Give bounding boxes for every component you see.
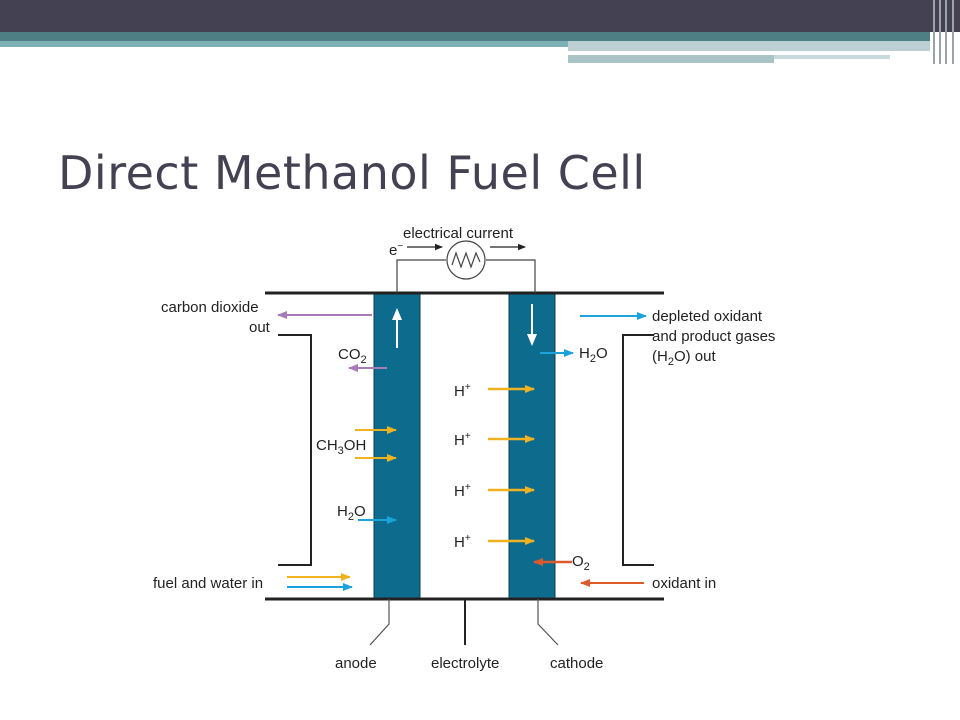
proton-label: H+ [454, 482, 471, 500]
proton-label: H+ [454, 382, 471, 400]
slide-accent-band [0, 32, 930, 41]
slide-accent-band [774, 55, 890, 59]
anode-chamber-bracket [278, 334, 312, 566]
anode-label: anode [335, 655, 377, 672]
fuel-and-water-in-label: fuel and water in [153, 575, 263, 592]
slide-accent-band [0, 41, 568, 47]
anode-leader-line [369, 599, 390, 646]
resistor-icon [446, 240, 486, 280]
electrical-current-label: electrical current [403, 225, 514, 242]
product-gases-label: and product gases [652, 328, 775, 345]
carbon-dioxide-label: carbon dioxide [161, 299, 259, 316]
depleted-oxidant-label: depleted oxidant [652, 308, 763, 325]
circuit-wire [486, 259, 536, 293]
water-out-label: (H2O) out [652, 348, 716, 368]
water-label-anode: H2O [337, 503, 366, 523]
oxidant-in-label: oxidant in [652, 575, 716, 592]
electron-label: e− [389, 241, 403, 259]
slide-accent-band [568, 55, 774, 63]
proton-label: H+ [454, 533, 471, 551]
water-label-cathode: H2O [579, 345, 608, 365]
cathode-leader-line [537, 599, 559, 646]
oxygen-label: O2 [572, 553, 590, 573]
methanol-label: CH3OH [316, 437, 366, 457]
slide-top-bar [0, 0, 960, 32]
circuit-wire [396, 259, 446, 293]
co2-label: CO2 [338, 346, 367, 366]
proton-label: H+ [454, 431, 471, 449]
slide-title: Direct Methanol Fuel Cell [58, 146, 646, 200]
electrolyte-label: electrolyte [431, 655, 499, 672]
resistor-zigzag [451, 251, 481, 269]
cathode-chamber-bracket [622, 334, 654, 566]
cathode-label: cathode [550, 655, 603, 672]
slide-corner-decoration [930, 0, 960, 64]
slide-accent-band [568, 41, 930, 51]
out-label: out [249, 319, 271, 336]
